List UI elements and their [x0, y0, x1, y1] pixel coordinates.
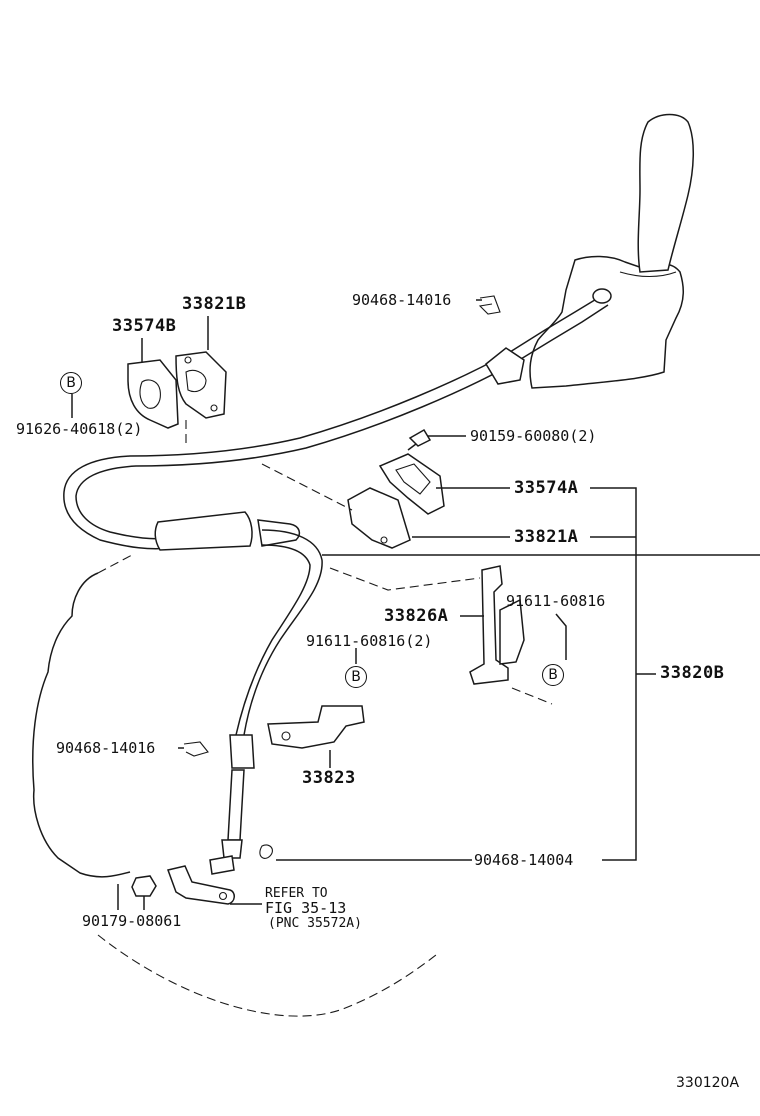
- label-33574B: 33574B: [112, 316, 177, 336]
- transmission-housing-outline: [32, 572, 131, 878]
- label-33574A: 33574A: [514, 478, 579, 498]
- leader-33820B-bracket: [590, 487, 637, 861]
- circle-marker-b-left: B: [60, 372, 82, 394]
- refer-line-1: REFER TO: [265, 886, 328, 901]
- leader-91611-right: [555, 613, 567, 660]
- guide-dash-2: [261, 463, 353, 511]
- plate-33821B-hole-1: [184, 356, 192, 364]
- shift-arm: [167, 865, 235, 905]
- cable-grommet: [485, 347, 525, 385]
- shift-lever-base: [619, 271, 677, 278]
- shift-cable-inner: [75, 304, 609, 540]
- bracket-33826A-side: [499, 598, 525, 665]
- bracket-33823-hole: [281, 731, 291, 741]
- shift-cable-outer: [63, 294, 604, 550]
- plate-33574A-inner: [395, 463, 431, 495]
- housing-dash-upper: [97, 554, 133, 574]
- refer-line-3: (PNC 35572A): [268, 916, 362, 931]
- label-90468-14004: 90468-14004: [474, 851, 574, 869]
- clip-top: [478, 295, 501, 315]
- nut-part: [131, 875, 157, 897]
- plate-33821B: [175, 351, 227, 419]
- plate-33821B-hole-2: [210, 404, 218, 412]
- plate-33574B-inner: [139, 379, 161, 409]
- plate-33821B-inner: [185, 369, 207, 393]
- plate-33821A: [347, 487, 411, 549]
- cable-sheath-2: [257, 519, 301, 547]
- clip-left: [183, 741, 209, 757]
- shift-arm-hole: [218, 891, 228, 901]
- bolt-shank: [407, 443, 417, 451]
- label-33820B: 33820B: [660, 663, 725, 683]
- guide-dash-4: [511, 687, 553, 705]
- bracket-33826A: [469, 565, 509, 685]
- plate-33574A: [378, 453, 445, 515]
- bracket-33823: [267, 705, 365, 749]
- cable-end-tip: [221, 839, 243, 859]
- guide-dash-3: [329, 567, 481, 591]
- plate-33821A-hole: [380, 536, 388, 544]
- label-33821B: 33821B: [182, 294, 247, 314]
- lower-cable: [243, 529, 323, 736]
- lower-cable-2: [235, 544, 311, 736]
- cable-sheath: [154, 511, 253, 551]
- housing-dash-lower: [97, 934, 437, 1017]
- refer-line-2: FIG 35-13: [265, 899, 347, 917]
- plate-33574B: [127, 359, 179, 429]
- label-33826A: 33826A: [384, 606, 449, 626]
- label-91626-40618: 91626-40618(2): [16, 420, 143, 438]
- label-91611-60816-right: 91611-60816: [506, 592, 606, 610]
- cable-end-stud: [209, 855, 235, 875]
- cable-end-rod: [227, 769, 245, 841]
- circle-marker-b-center: B: [345, 666, 367, 688]
- circle-marker-b-right: B: [542, 664, 564, 686]
- bolt-part: [408, 428, 432, 447]
- cable-end-eye: [592, 288, 612, 304]
- label-91611-60816-2: 91611-60816(2): [306, 632, 433, 650]
- label-90468-14016-left: 90468-14016: [56, 739, 156, 757]
- label-90468-14016-top: 90468-14016: [352, 291, 452, 309]
- label-33821A: 33821A: [514, 527, 579, 547]
- clip-cotter: [259, 844, 273, 859]
- label-90159-60080: 90159-60080(2): [470, 427, 597, 445]
- figure-code: 330120A: [676, 1075, 740, 1091]
- cable-end-fitting: [229, 734, 255, 769]
- shift-lever-body: [637, 113, 695, 273]
- label-90179-08061: 90179-08061: [82, 912, 182, 930]
- label-33823: 33823: [302, 768, 356, 788]
